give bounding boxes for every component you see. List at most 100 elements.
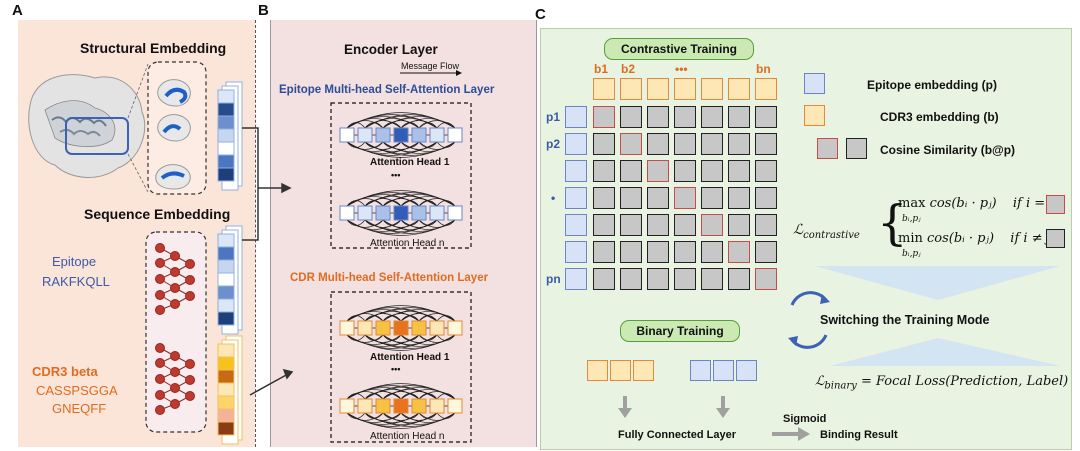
similarity-cell xyxy=(728,187,750,209)
cdr3-header-square xyxy=(647,78,669,100)
sigmoid-label: Sigmoid xyxy=(783,413,827,425)
min-term: min xyxy=(898,231,923,246)
token-square xyxy=(375,398,391,414)
legend-cosine-swatch-gray xyxy=(846,138,867,159)
binary-training-pill: Binary Training xyxy=(620,320,740,342)
epitope-row-square xyxy=(565,187,587,209)
binary-loss-rhs: = Focal Loss(Prediction, Label) xyxy=(860,374,1069,389)
token-square xyxy=(429,320,445,336)
column-label: b1 xyxy=(594,62,609,76)
cdr3-sequence-line2: GNEQFF xyxy=(52,401,107,416)
epitope-attention-head-n xyxy=(339,190,463,236)
token-square xyxy=(447,205,463,221)
similarity-cell xyxy=(755,133,777,155)
cdr-attention-head-1 xyxy=(339,305,463,351)
binary-epitope-square-1 xyxy=(690,360,711,381)
mini-structure-1 xyxy=(157,79,191,107)
similarity-cell xyxy=(647,133,669,155)
legend-epitope-label: Epitope embedding (p) xyxy=(867,78,997,92)
panel-a-letter: A xyxy=(12,2,23,19)
similarity-cell xyxy=(593,133,615,155)
similarity-cell-diagonal xyxy=(593,106,615,128)
token-square xyxy=(375,127,391,143)
epitope-head-1-label: Attention Head 1 xyxy=(370,157,450,168)
similarity-cell xyxy=(755,241,777,263)
epitope-label: Epitope xyxy=(52,254,97,269)
a-to-b-connector xyxy=(242,127,294,396)
mini-structure-3 xyxy=(155,164,191,190)
binding-result-label: Binding Result xyxy=(820,429,898,441)
similarity-cell xyxy=(593,241,615,263)
contrastive-loss-symbol: ℒcontrastive xyxy=(793,222,860,241)
similarity-cell xyxy=(728,133,750,155)
token-square xyxy=(447,320,463,336)
token-square xyxy=(357,398,373,414)
max-row: max cos(bᵢ · pⱼ) if i = j xyxy=(898,196,1053,211)
token-square xyxy=(411,398,427,414)
token-square xyxy=(357,320,373,336)
row-label: pn xyxy=(546,272,561,286)
similarity-cell xyxy=(701,106,723,128)
similarity-cell xyxy=(728,268,750,290)
cdr3-header-square xyxy=(620,78,642,100)
token-square xyxy=(393,398,409,414)
max-cos: cos(bᵢ · pⱼ) xyxy=(929,196,997,211)
similarity-cell xyxy=(647,187,669,209)
epitope-dots: ••• xyxy=(391,170,401,180)
fully-connected-layer-label: Fully Connected Layer xyxy=(618,429,736,441)
epitope-row-square xyxy=(565,268,587,290)
legend-epitope-swatch xyxy=(804,73,825,94)
contrastive-loss-sub: contrastive xyxy=(803,229,860,241)
token-square xyxy=(357,205,373,221)
column-label: bn xyxy=(756,62,771,76)
message-flow-label: Message Flow xyxy=(401,61,460,71)
min-condition: if i ≠ j xyxy=(1010,231,1051,246)
epitope-attention-title: Epitope Multi-head Self-Attention Layer xyxy=(279,84,495,96)
formula-red-swatch xyxy=(1046,195,1065,214)
cdr3-header-square xyxy=(674,78,696,100)
similarity-cell xyxy=(701,187,723,209)
similarity-cell xyxy=(755,187,777,209)
token-square xyxy=(339,398,355,414)
epitope-row-square xyxy=(565,241,587,263)
similarity-cell xyxy=(755,106,777,128)
binary-loss-L: ℒ xyxy=(815,374,825,389)
epitope-head-n-label: Attention Head n xyxy=(370,238,445,249)
similarity-cell xyxy=(620,187,642,209)
epitope-attention-head-1 xyxy=(339,112,463,158)
encoder-layer-title: Encoder Layer xyxy=(344,42,438,57)
epitope-row-square xyxy=(565,160,587,182)
legend-cdr3-label: CDR3 embedding (b) xyxy=(880,110,999,124)
similarity-cell-diagonal xyxy=(647,160,669,182)
similarity-cell xyxy=(701,268,723,290)
similarity-cell xyxy=(647,241,669,263)
binary-loss-formula: ℒbinary = Focal Loss(Prediction, Label) xyxy=(815,374,1068,392)
panel-c-letter: C xyxy=(535,6,546,23)
binary-down-arrows xyxy=(618,396,730,418)
switching-training-mode-label: Switching the Training Mode xyxy=(820,313,990,327)
similarity-cell xyxy=(755,160,777,182)
similarity-cell xyxy=(674,214,696,236)
cdr-dots: ••• xyxy=(391,364,401,374)
row-label: p1 xyxy=(546,110,561,124)
similarity-cell-diagonal xyxy=(728,241,750,263)
similarity-cell xyxy=(701,241,723,263)
epitope-sequence: RAKFKQLL xyxy=(42,274,110,289)
cdr3-embedding-stack xyxy=(217,335,243,445)
token-square xyxy=(375,320,391,336)
similarity-cell-diagonal xyxy=(755,268,777,290)
mini-structure-2 xyxy=(157,114,191,142)
cdr3-header-square xyxy=(755,78,777,100)
similarity-cell xyxy=(728,214,750,236)
max-term: max xyxy=(898,196,926,211)
cdr3-mlp-network xyxy=(155,343,195,415)
panel-b-letter: B xyxy=(258,2,269,19)
token-square xyxy=(393,205,409,221)
funnel-bottom xyxy=(830,338,1060,366)
binary-cdr-square-3 xyxy=(633,360,654,381)
structural-embedding-title: Structural Embedding xyxy=(80,40,227,56)
similarity-cell-diagonal xyxy=(674,187,696,209)
max-condition: if i = j xyxy=(1012,196,1054,211)
similarity-cell xyxy=(674,133,696,155)
